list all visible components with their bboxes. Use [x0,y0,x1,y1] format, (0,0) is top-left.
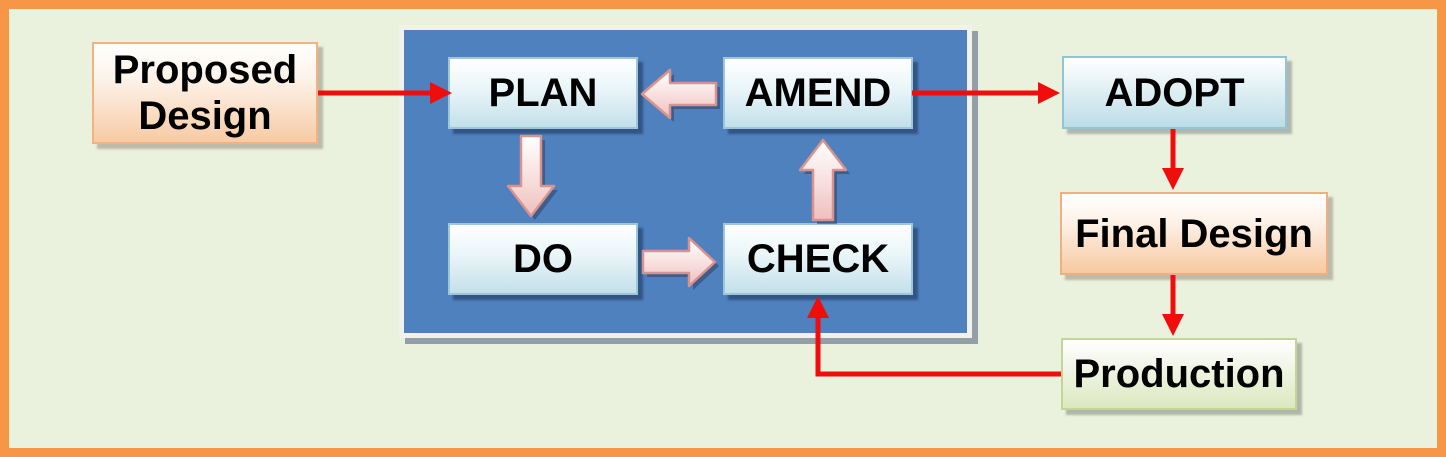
node-final-design: Final Design [1060,192,1328,275]
node-check: CHECK [723,223,913,295]
node-adopt: ADOPT [1062,56,1287,129]
node-final-design-label: Final Design [1075,211,1313,256]
node-check-label: CHECK [746,237,890,281]
node-production: Production [1061,338,1297,410]
node-production-label: Production [1073,352,1285,396]
block-arrow-do-to-check-icon [641,236,719,290]
node-amend: AMEND [723,57,913,129]
block-arrow-check-to-amend-icon [798,138,850,224]
node-plan: PLAN [448,57,638,129]
node-do: DO [448,223,638,295]
node-amend-label: AMEND [744,71,892,115]
node-proposed-design-label: Proposed Design [112,48,298,138]
block-arrow-amend-to-plan-icon [640,68,720,122]
node-proposed-design: Proposed Design [92,42,318,144]
node-plan-label: PLAN [488,71,598,115]
block-arrow-plan-to-do-icon [506,134,558,220]
node-do-label: DO [513,237,573,281]
connector-adopt-to-final-design [1162,129,1184,190]
connector-final-design-to-production [1162,275,1184,336]
node-adopt-label: ADOPT [1104,70,1245,115]
